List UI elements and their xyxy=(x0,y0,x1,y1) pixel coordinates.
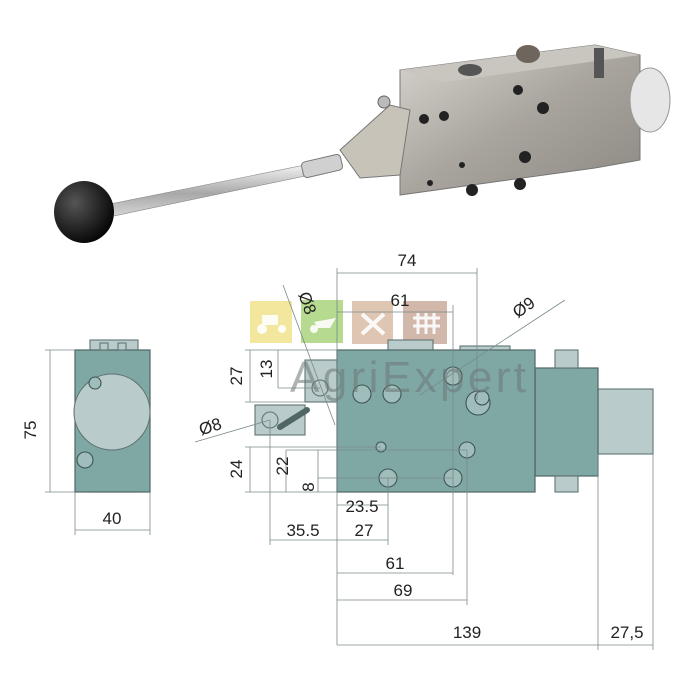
end-cap xyxy=(597,388,654,455)
photo-lever-rod xyxy=(79,164,311,223)
dim-27-bottom: 27 xyxy=(355,521,374,540)
dim-69: 69 xyxy=(394,581,413,600)
main-body xyxy=(336,349,536,493)
dim-dia8-left: Ø8 xyxy=(197,414,224,439)
dim-dia9: Ø9 xyxy=(509,293,538,322)
dim-8: 8 xyxy=(299,482,318,491)
watermark-text: AgriExpert xyxy=(290,353,526,402)
dim-27-left: 27 xyxy=(227,367,246,386)
body-step xyxy=(534,367,599,477)
dim-13: 13 xyxy=(257,360,276,379)
dim-side-width: 40 xyxy=(103,509,122,528)
dim-35-5: 35.5 xyxy=(286,521,319,540)
bolt-bottom xyxy=(554,475,579,493)
side-bore xyxy=(73,373,151,451)
dim-22: 22 xyxy=(273,457,292,476)
dim-61-bottom: 61 xyxy=(386,554,405,573)
photo-port xyxy=(458,64,482,76)
photo-lever-bracket xyxy=(339,104,411,179)
watermark-logo xyxy=(250,300,447,344)
dim-27-5: 27,5 xyxy=(610,623,643,642)
dim-24: 24 xyxy=(227,460,246,479)
dim-139: 139 xyxy=(453,623,481,642)
top-boss-1 xyxy=(387,339,434,352)
dim-side-height: 75 xyxy=(21,421,40,440)
bolt-top xyxy=(554,349,579,369)
photo-knob xyxy=(54,181,114,243)
side-view: 75 40 xyxy=(21,339,151,535)
valve-photo xyxy=(54,44,671,243)
photo-holes xyxy=(419,85,549,196)
front-view: 74 61 Ø9 Ø8 Ø8 27 13 24 22 8 23.5 35.5 2… xyxy=(194,251,654,650)
dim-23-5: 23.5 xyxy=(345,497,378,516)
dim-74: 74 xyxy=(398,251,417,270)
photo-plug xyxy=(516,45,540,63)
dim-61-top: 61 xyxy=(391,291,410,310)
photo-end-cap xyxy=(629,67,671,133)
